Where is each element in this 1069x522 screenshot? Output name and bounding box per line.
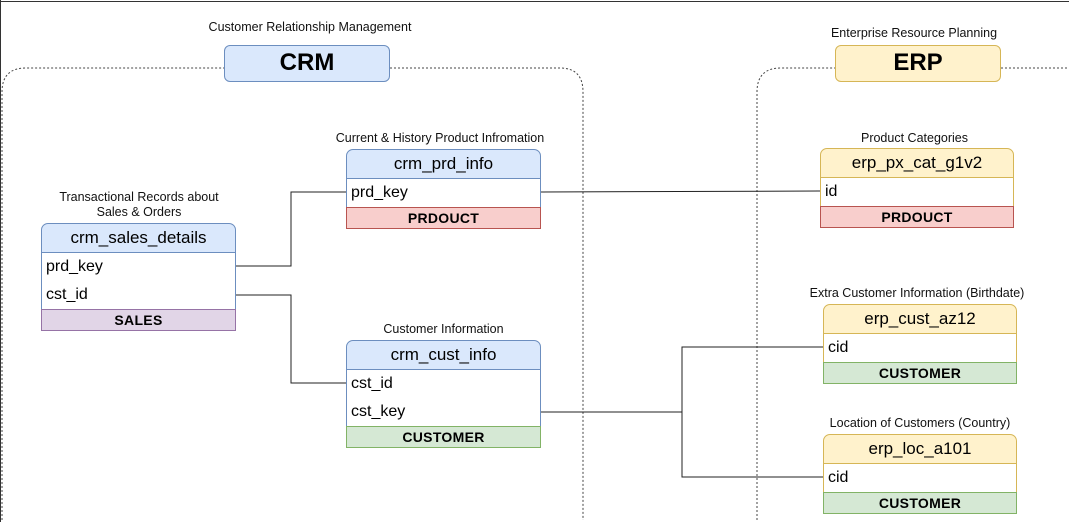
erp-px-cat-caption: Product Categories xyxy=(860,131,968,145)
link-cst-key-loc-a101 xyxy=(681,412,823,478)
erp-loc-a101-tag: CUSTOMER xyxy=(823,492,1017,514)
crm-cust-info-header: crm_cust_info xyxy=(346,340,541,370)
crm-group-caption: Customer Relationship Management xyxy=(208,20,412,34)
erp-loc-a101-field-cid: cid xyxy=(823,464,1017,492)
erp-px-cat-tag: PRDOUCT xyxy=(820,206,1014,228)
crm-sales-details-caption-line2: Sales & Orders xyxy=(96,205,182,219)
link-sales-prd-key xyxy=(236,191,346,267)
link-prd-key-id xyxy=(540,190,821,193)
erp-cust-az12-header: erp_cust_az12 xyxy=(823,304,1017,334)
link-sales-cst-id xyxy=(236,294,346,384)
erp-loc-a101-caption: Location of Customers (Country) xyxy=(829,416,1011,430)
erp-group-caption: Enterprise Resource Planning xyxy=(830,26,998,40)
crm-sales-details-header: crm_sales_details xyxy=(41,223,236,253)
crm-sales-details-caption-line1: Transactional Records about xyxy=(59,190,219,204)
erp-group-title: ERP xyxy=(835,45,1001,82)
erp-cust-az12-tag: CUSTOMER xyxy=(823,362,1017,384)
crm-sales-details-tag: SALES xyxy=(41,309,236,331)
table-erp-cust-az12[interactable]: erp_cust_az12 cid CUSTOMER xyxy=(823,304,1017,384)
crm-group-border xyxy=(1,67,584,520)
erp-px-cat-field-id: id xyxy=(820,178,1014,206)
erp-cust-az12-field-cid: cid xyxy=(823,334,1017,362)
erp-px-cat-header: erp_px_cat_g1v2 xyxy=(820,148,1014,178)
link-cst-key-cust-az12 xyxy=(541,346,823,413)
crm-prd-info-field-prd-key: prd_key xyxy=(346,179,541,207)
erp-cust-az12-caption: Extra Customer Information (Birthdate) xyxy=(809,286,1025,300)
table-erp-loc-a101[interactable]: erp_loc_a101 cid CUSTOMER xyxy=(823,434,1017,514)
table-crm-prd-info[interactable]: crm_prd_info prd_key PRDOUCT xyxy=(346,149,541,229)
crm-prd-info-caption: Current & History Product Infromation xyxy=(335,131,545,145)
table-crm-cust-info[interactable]: crm_cust_info cst_id cst_key CUSTOMER xyxy=(346,340,541,448)
crm-sales-details-field-prd-key: prd_key xyxy=(41,253,236,281)
table-erp-px-cat-g1v2[interactable]: erp_px_cat_g1v2 id PRDOUCT xyxy=(820,148,1014,228)
crm-cust-info-field-cst-id: cst_id xyxy=(346,370,541,398)
crm-sales-details-field-cst-id: cst_id xyxy=(41,281,236,309)
crm-prd-info-tag: PRDOUCT xyxy=(346,207,541,229)
crm-prd-info-header: crm_prd_info xyxy=(346,149,541,179)
crm-cust-info-tag: CUSTOMER xyxy=(346,426,541,448)
crm-cust-info-caption: Customer Information xyxy=(383,322,504,336)
erp-loc-a101-header: erp_loc_a101 xyxy=(823,434,1017,464)
erp-group-border xyxy=(756,67,1069,520)
table-crm-sales-details[interactable]: crm_sales_details prd_key cst_id SALES xyxy=(41,223,236,331)
crm-group-title: CRM xyxy=(224,45,390,82)
crm-cust-info-field-cst-key: cst_key xyxy=(346,398,541,426)
